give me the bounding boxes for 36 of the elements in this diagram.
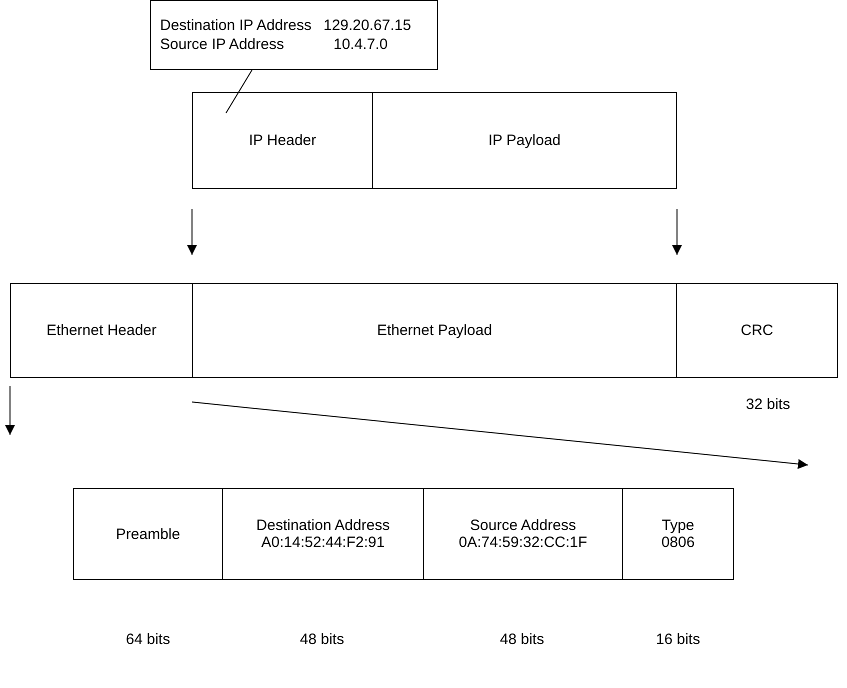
bit-size-label: 16 bits [656, 631, 700, 648]
field-box [676, 283, 838, 378]
arrow [187, 208, 197, 256]
field-box [73, 488, 223, 580]
bit-size-label: 32 bits [746, 396, 790, 413]
arrow [672, 208, 682, 256]
field-label: Source IP Address [160, 35, 285, 54]
callout-box [150, 0, 438, 70]
field-name: Ethernet Header [46, 322, 157, 339]
field-box [622, 488, 734, 580]
field-name: Ethernet Payload [376, 322, 492, 339]
field-name: IP Payload [488, 132, 561, 149]
field-box [372, 92, 677, 189]
arrow [5, 386, 15, 436]
field-box [192, 283, 677, 378]
field-name: CRC [740, 322, 774, 339]
field-box [10, 283, 193, 378]
field-value: 0806 [661, 534, 695, 551]
field-box [222, 488, 424, 580]
field-box [423, 488, 623, 580]
field-value: 0A:74:59:32:CC:1F [458, 534, 588, 551]
field-name: Type [662, 517, 694, 534]
field-name: Preamble [116, 526, 180, 542]
arrow [192, 402, 808, 469]
field-name: Destination Address [256, 517, 390, 534]
field-name: IP Header [248, 132, 316, 149]
field-value: 129.20.67.15 [323, 16, 412, 35]
bit-size-label: 48 bits [300, 631, 344, 648]
field-name: Source Address [470, 517, 576, 534]
field-box [192, 92, 373, 189]
bit-size-label: 48 bits [500, 631, 544, 648]
leader-line [226, 70, 252, 114]
field-value: 10.4.7.0 [333, 35, 389, 54]
field-label: Destination IP Address [160, 16, 312, 35]
field-value: A0:14:52:44:F2:91 [261, 534, 385, 551]
bit-size-label: 64 bits [126, 631, 170, 648]
